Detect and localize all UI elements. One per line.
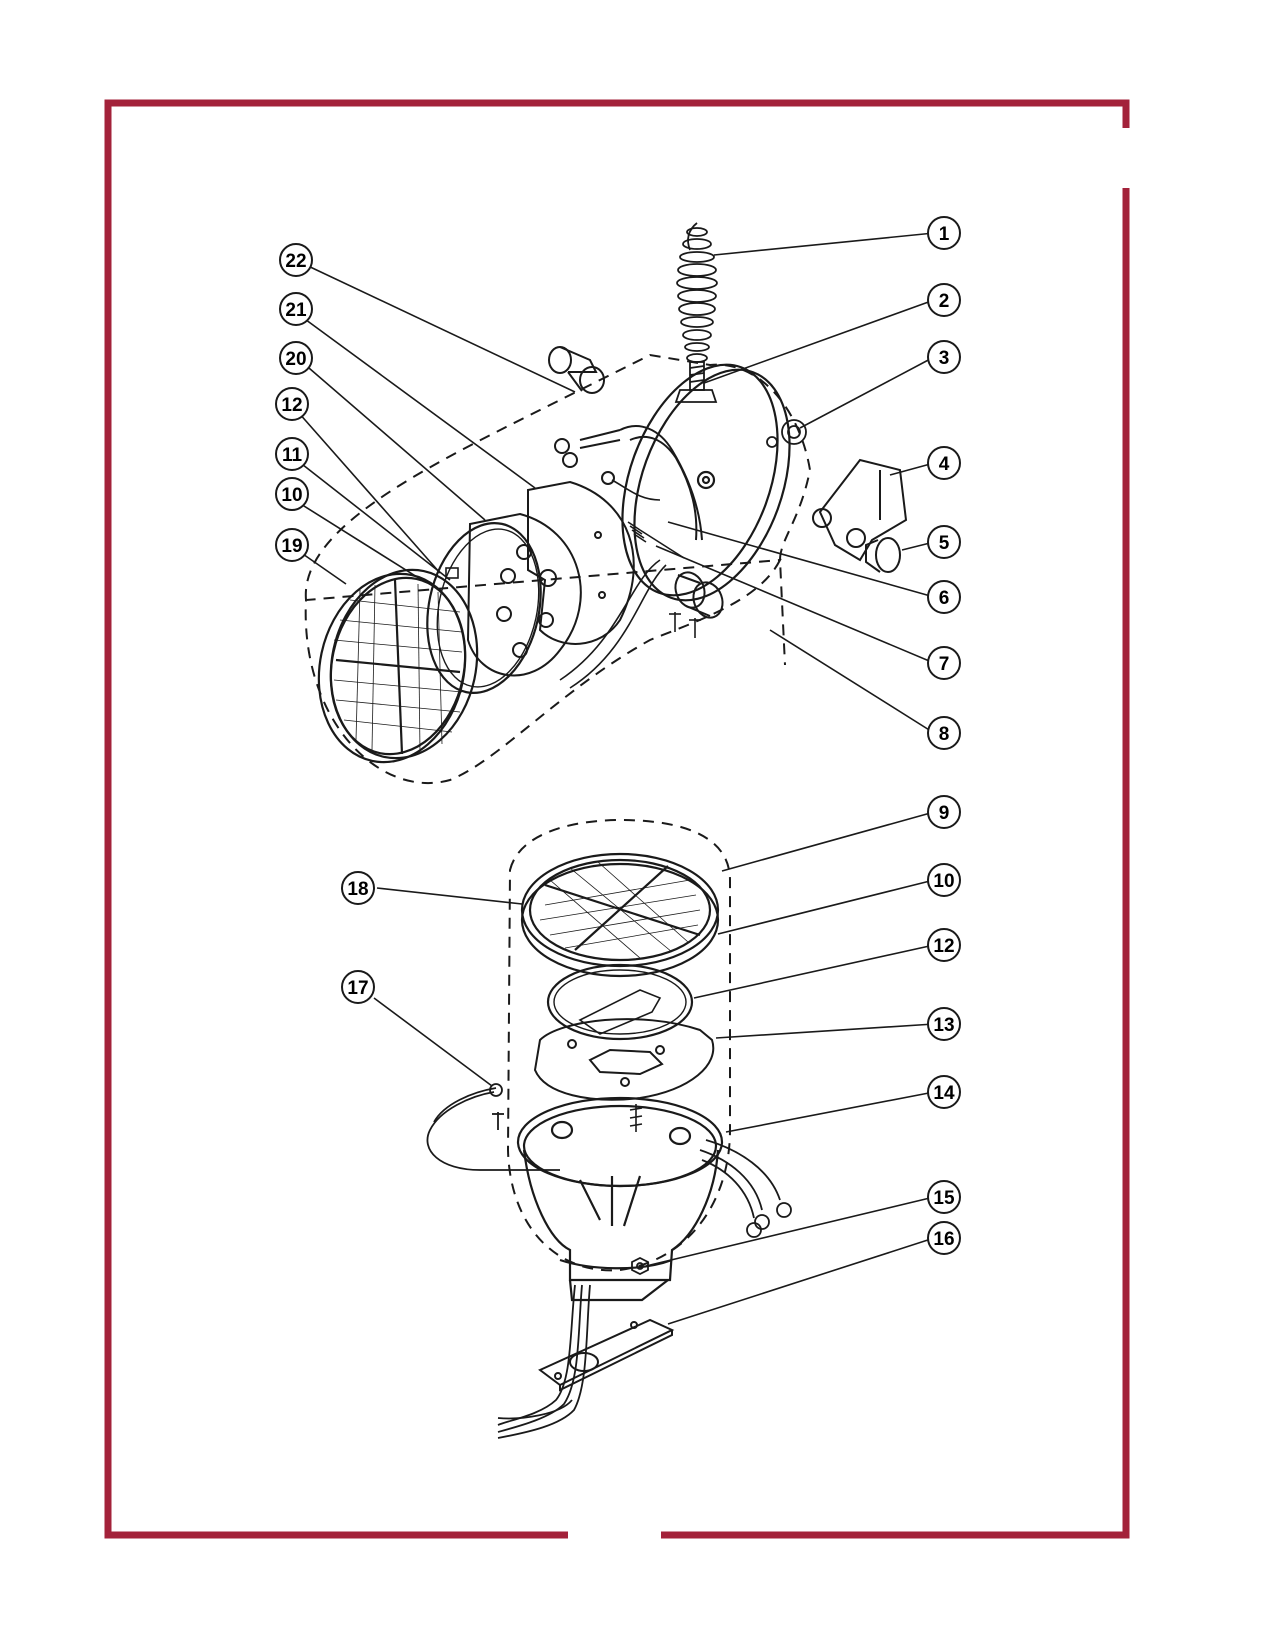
callout-18: 18 [341, 871, 375, 905]
callout-label: 18 [347, 879, 368, 900]
mounting-bracket-part [812, 458, 908, 562]
output-cables [699, 1139, 792, 1238]
connector-part [674, 571, 724, 619]
callout-11: 11 [275, 437, 309, 471]
callout-21: 21 [279, 292, 313, 326]
gasket-ring-part [426, 522, 542, 694]
callout-12-upper: 12 [275, 387, 309, 421]
callout-label: 12 [281, 395, 302, 416]
callout-label: 4 [939, 454, 950, 475]
upper-group-boundary [304, 353, 812, 785]
callout-label: 21 [285, 300, 307, 321]
callout-label: 3 [939, 348, 950, 369]
lower-group-boundary [506, 818, 731, 1272]
base-plate-part [533, 1018, 715, 1101]
mounting-plate-part [538, 1318, 675, 1392]
callout-label: 19 [281, 536, 302, 557]
callout-22: 22 [279, 243, 313, 277]
knob-part [865, 537, 901, 573]
callout-label: 13 [933, 1015, 954, 1036]
callout-label: 22 [285, 251, 306, 272]
bushing-part [548, 346, 605, 394]
callout-label: 7 [939, 654, 950, 675]
callout-5: 5 [927, 525, 961, 559]
ground-wire-part [426, 1083, 560, 1171]
callout-label: 10 [281, 485, 302, 506]
callout-6: 6 [927, 580, 961, 614]
gasket-ring-part-lower [546, 963, 694, 1041]
callout-label: 11 [282, 445, 303, 466]
callout-label: 15 [933, 1188, 955, 1209]
reflector-plate-part [527, 480, 635, 645]
spring-part [676, 222, 718, 363]
callout-12-lower: 12 [927, 928, 961, 962]
callout-13: 13 [927, 1007, 961, 1041]
threaded-stud-part [674, 361, 718, 403]
callout-19: 19 [275, 528, 309, 562]
grill-plate-part-upper [317, 568, 479, 764]
callout-17: 17 [341, 970, 375, 1004]
callout-1: 1 [927, 216, 961, 250]
callout-9: 9 [927, 795, 961, 829]
small-screws [669, 612, 701, 638]
callout-15: 15 [927, 1180, 961, 1214]
callout-7: 7 [927, 646, 961, 680]
upper-assembly [304, 222, 908, 785]
callout-4: 4 [927, 446, 961, 480]
cable-loop [619, 425, 703, 541]
callout-10-lower: 10 [927, 863, 961, 897]
callout-16: 16 [927, 1221, 961, 1255]
callout-label: 5 [939, 533, 950, 554]
callout-20: 20 [279, 341, 313, 375]
callout-label: 20 [285, 349, 306, 370]
callout-label: 14 [933, 1083, 955, 1104]
nut-part [766, 419, 807, 448]
callout-label: 1 [939, 224, 950, 245]
callout-10-upper: 10 [275, 477, 309, 511]
small-spring [627, 521, 685, 559]
callout-14: 14 [927, 1075, 961, 1109]
callout-label: 2 [939, 291, 950, 312]
small-nut-part [631, 1256, 649, 1276]
lower-assembly [426, 818, 792, 1439]
center-stud [629, 1104, 643, 1132]
callout-label: 10 [933, 871, 954, 892]
callout-3: 3 [927, 340, 961, 374]
callout-label: 6 [939, 588, 950, 609]
housing-bowl-part [516, 1096, 724, 1302]
bottom-cables [497, 1284, 591, 1439]
callout-label: 17 [347, 978, 368, 999]
page-frame [104, 99, 1130, 1539]
callout-label: 16 [933, 1229, 954, 1250]
callout-label: 12 [933, 936, 954, 957]
callout-label: 9 [939, 803, 950, 824]
callout-2: 2 [927, 283, 961, 317]
housing-back-plate [621, 363, 791, 602]
callout-label: 8 [939, 724, 950, 745]
grill-plate-part-lower [520, 852, 720, 978]
callout-8: 8 [927, 716, 961, 750]
leader-lines [295, 232, 935, 1325]
element-clip-part [445, 567, 459, 579]
